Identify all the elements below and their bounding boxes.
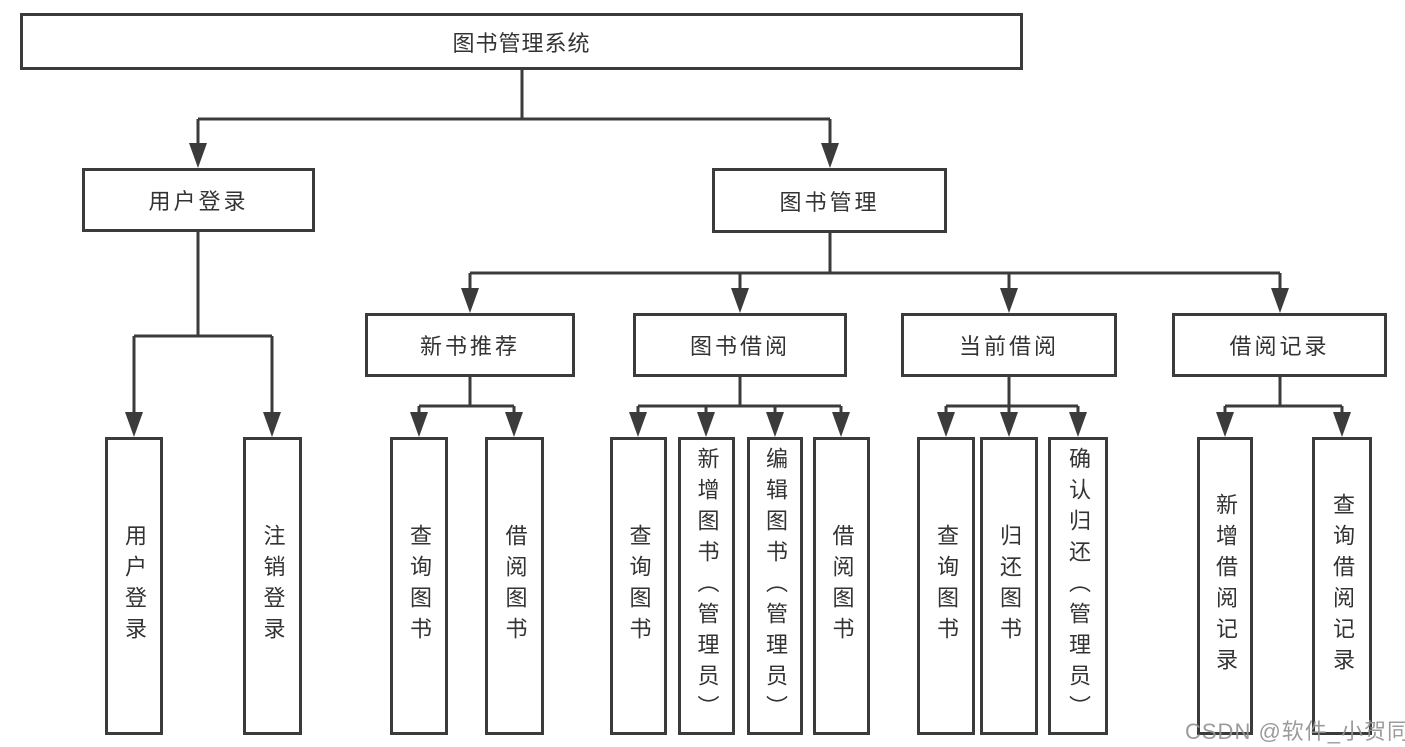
leaf-edit-books-admin: 编辑图书（管理员） [747,437,803,735]
node-borrowing-records: 借阅记录 [1172,313,1387,377]
leaf-borrow-books-2: 借阅图书 [813,437,870,735]
arrowheads [125,143,1351,437]
node-current-borrowing: 当前借阅 [901,313,1117,377]
node-new-book-recommend: 新书推荐 [365,313,575,377]
leaf-add-books-admin: 新增图书（管理员） [678,437,735,735]
leaf-borrow-books-1: 借阅图书 [485,437,544,735]
csdn-watermark: CSDN @软件_小贺同学 [1185,719,1405,744]
node-book-borrowing: 图书借阅 [633,313,847,377]
leaf-query-books-3: 查询图书 [917,437,975,735]
leaf-logout: 注销登录 [243,437,302,735]
node-book-management: 图书管理 [712,168,947,233]
node-system-root: 图书管理系统 [20,13,1023,70]
leaf-add-borrow-record: 新增借阅记录 [1197,437,1253,735]
node-user-login: 用户登录 [82,168,315,232]
leaf-confirm-return-admin: 确认归还（管理员） [1048,437,1108,735]
leaf-query-books-1: 查询图书 [390,437,448,735]
leaf-user-login: 用户登录 [105,437,163,735]
leaf-query-books-2: 查询图书 [610,437,667,735]
leaf-query-borrow-record: 查询借阅记录 [1312,437,1372,735]
leaf-return-books: 归还图书 [980,437,1038,735]
